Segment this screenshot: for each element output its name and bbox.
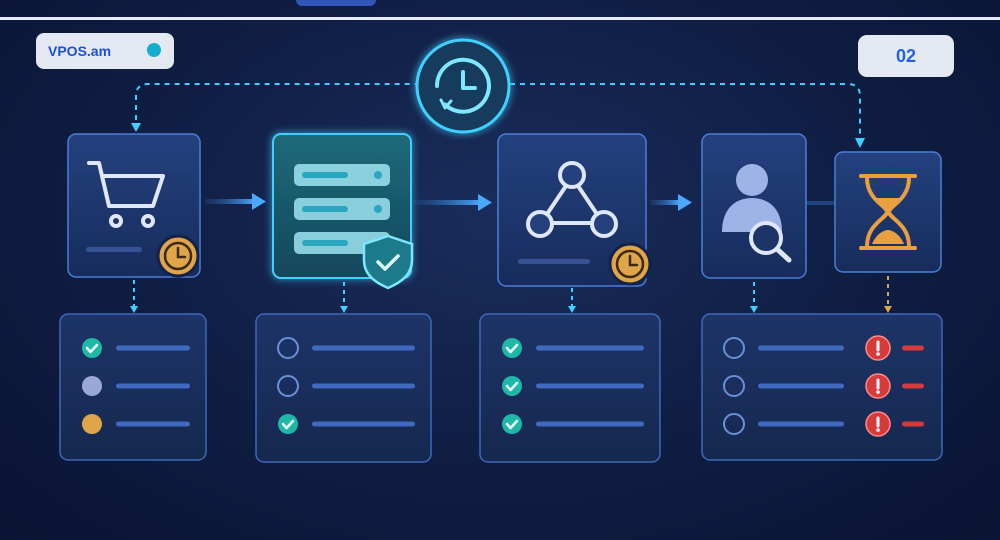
empty-marker-icon [723, 337, 745, 359]
item-line [312, 345, 415, 351]
list-item [278, 414, 415, 434]
checked-marker-icon [502, 376, 522, 396]
list-item [502, 414, 644, 434]
list-item [82, 376, 190, 396]
connector-arrow-left [131, 123, 141, 132]
step-card-server [272, 133, 414, 290]
dashed-connector-right [510, 83, 861, 140]
network-nodes-icon [526, 161, 618, 238]
checklist-panel-cart [59, 313, 207, 461]
list-item [723, 411, 924, 437]
alert-marker-icon [865, 335, 891, 361]
alert-line [902, 383, 924, 389]
flow-arrows [205, 193, 834, 211]
item-line [312, 383, 415, 389]
clock-badge-icon [156, 234, 200, 278]
brand-dot [147, 43, 161, 57]
list-item [82, 414, 190, 434]
checked-marker-icon [502, 414, 522, 434]
item-line [536, 383, 644, 389]
checklist-panel-server [255, 313, 432, 463]
item-line [758, 383, 844, 389]
shield-check-icon [362, 234, 414, 290]
checked-marker-icon [502, 338, 522, 358]
step-card-network [497, 133, 652, 287]
checklist-panels [59, 313, 943, 463]
item-line [536, 421, 644, 427]
step-card-user-search [701, 133, 807, 279]
page-number: 02 [858, 35, 954, 77]
checked-marker-icon [278, 414, 298, 434]
alert-line [902, 421, 924, 427]
hourglass-arrowhead [884, 306, 892, 313]
top-divider [0, 17, 1000, 20]
empty-marker-icon [277, 375, 299, 397]
step-card-cart [67, 133, 201, 278]
clock-badge-icon [608, 242, 652, 286]
hourglass-icon [859, 174, 917, 250]
item-line [116, 345, 190, 351]
list-item [502, 338, 644, 358]
item-line [758, 345, 844, 351]
list-item [82, 338, 190, 358]
connector-arrowheads [130, 306, 758, 313]
list-item [277, 337, 415, 359]
shopping-cart-icon [87, 161, 165, 228]
pending-marker-icon [82, 376, 102, 396]
list-item [723, 335, 924, 361]
vertical-connectors [133, 280, 755, 306]
list-item [502, 376, 644, 396]
checked-marker-icon [82, 338, 102, 358]
checklist-panel-user-search [701, 313, 943, 461]
step-card-hourglass [834, 151, 942, 273]
item-line [116, 421, 190, 427]
waiting-marker-icon [82, 414, 102, 434]
brand-badge: VPOS.am [36, 33, 174, 69]
alert-marker-icon [865, 373, 891, 399]
item-line [758, 421, 844, 427]
item-line [116, 383, 190, 389]
empty-marker-icon [277, 337, 299, 359]
checklist-panel-network [479, 313, 661, 463]
alert-line [902, 345, 924, 351]
item-line [312, 421, 415, 427]
dashed-connector-left [135, 83, 416, 130]
user-search-icon [722, 164, 792, 263]
empty-marker-icon [723, 375, 745, 397]
list-item [723, 373, 924, 399]
clock-refresh-icon [415, 38, 511, 134]
top-decoration [296, 0, 376, 6]
empty-marker-icon [723, 413, 745, 435]
brand-name: VPOS.am [48, 43, 112, 59]
connector-arrow-right [855, 138, 865, 148]
alert-marker-icon [865, 411, 891, 437]
list-item [277, 375, 415, 397]
item-line [536, 345, 644, 351]
